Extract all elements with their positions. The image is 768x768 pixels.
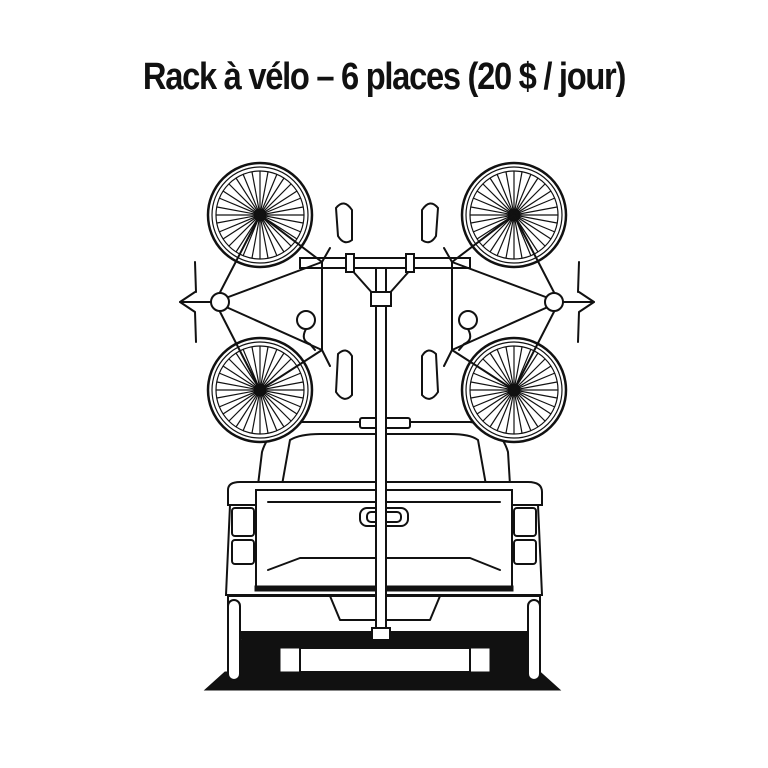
pickup-truck — [224, 417, 544, 681]
bike-left — [180, 163, 352, 442]
page-title: Rack à vélo – 6 places (20 $ / jour) — [142, 56, 626, 98]
bike-right — [422, 163, 594, 442]
rack-mast — [299, 253, 471, 641]
